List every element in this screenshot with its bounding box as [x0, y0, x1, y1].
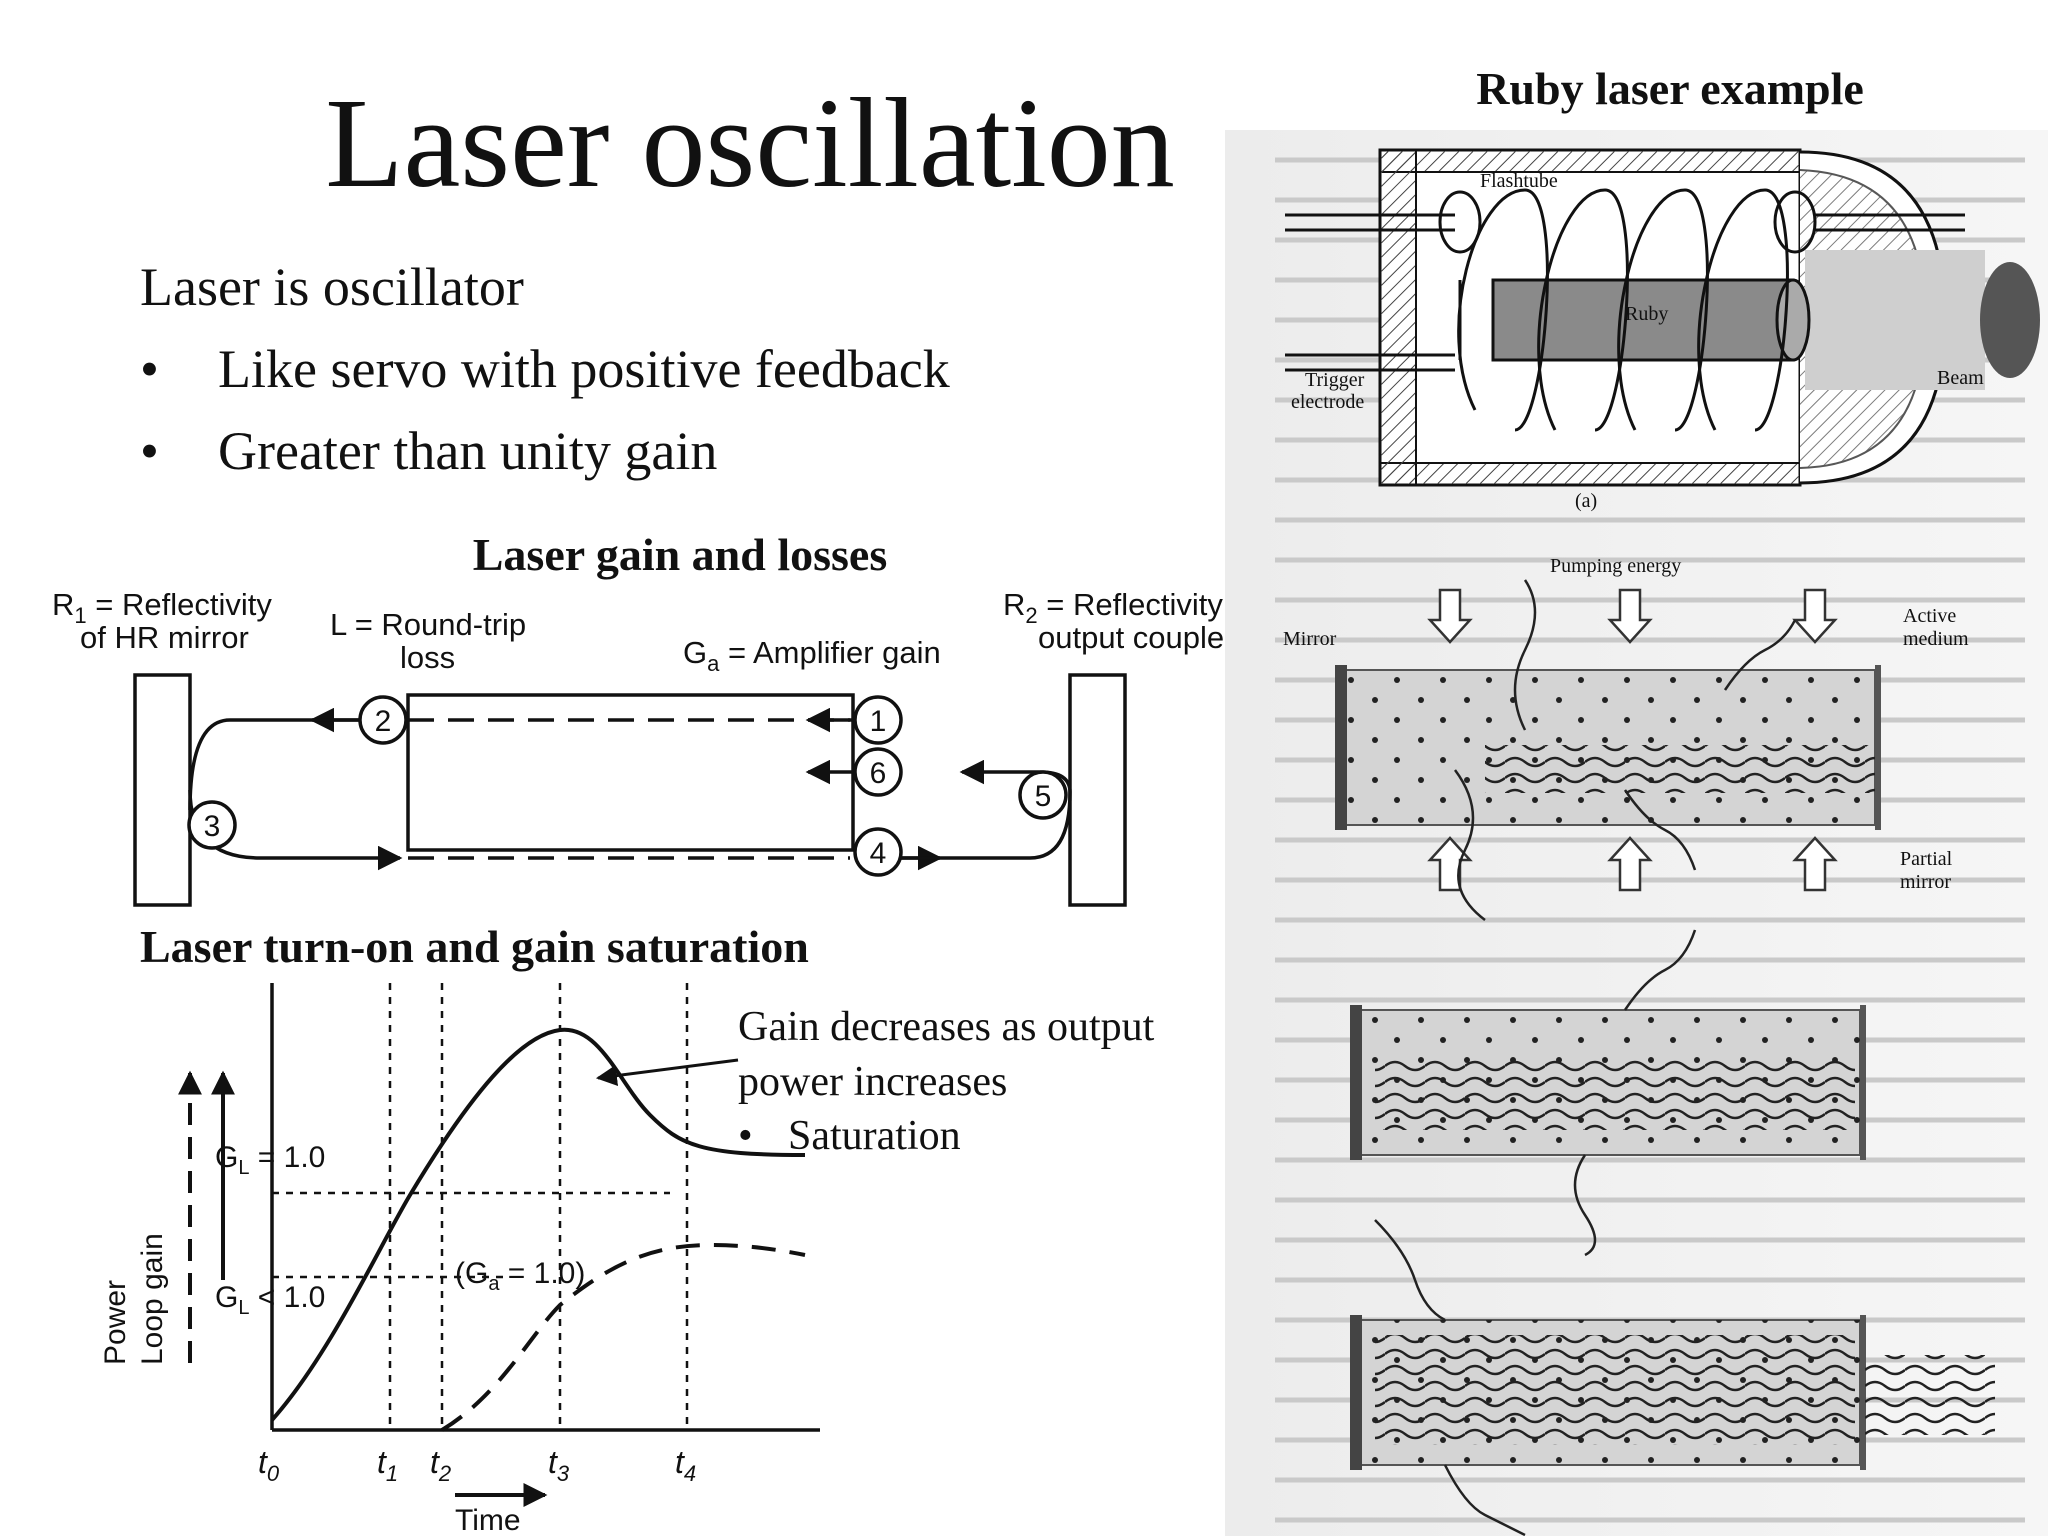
- point-5: 5: [1035, 780, 1052, 813]
- bullet-item-1: • Like servo with positive feedback: [140, 338, 950, 400]
- point-4: 4: [870, 837, 887, 870]
- ruby-laser-title: Ruby laser example: [1476, 63, 1864, 114]
- r2-label: R2 = Reflectivity of: [1003, 587, 1258, 628]
- turn-on-title: Laser turn-on and gain saturation: [140, 921, 809, 972]
- point-6: 6: [870, 757, 887, 790]
- active-medium-panel-3: [1350, 1219, 1995, 1536]
- annotation-arrow: [595, 1058, 739, 1087]
- beam-label: Beam: [1937, 367, 1984, 389]
- power-curve: [440, 1242, 806, 1432]
- annotation-line-2: power increases: [738, 1059, 1008, 1105]
- amp-gain-label: Ga = Amplifier gain: [683, 635, 941, 676]
- tick-t4: t4: [675, 1444, 696, 1486]
- bullet-glyph: •: [140, 421, 159, 481]
- r1-label-line2: of HR mirror: [80, 620, 249, 655]
- gain-losses-diagram: 1 2 3 4 5 6 R1 = Reflectivity of HR mirr…: [52, 587, 1258, 907]
- flashtube-label: Flashtube: [1480, 170, 1558, 192]
- annotation-line-1: Gain decreases as output: [738, 1004, 1155, 1050]
- bullet-text-2: Greater than unity gain: [218, 421, 718, 481]
- active-medium-label: Active: [1903, 605, 1956, 627]
- ruby-laser-figure: Flashtube Ruby Trigger electrode Beam (a…: [1225, 130, 2048, 1536]
- partial-mirror-label-line2: mirror: [1900, 871, 1951, 893]
- active-medium-label-line2: medium: [1903, 628, 1969, 650]
- mirror-label: Mirror: [1283, 628, 1337, 650]
- loop-gain-curve: [270, 1027, 806, 1422]
- trigger-label: Trigger: [1305, 369, 1365, 391]
- annotation-bullet: • Saturation: [738, 1112, 961, 1160]
- gain-losses-title: Laser gain and losses: [472, 529, 888, 580]
- point-2: 2: [375, 705, 392, 738]
- loss-label: L = Round-trip: [330, 607, 526, 642]
- annotation-bullet-text: Saturation: [788, 1113, 961, 1159]
- intro-text: Laser is oscillator: [140, 257, 524, 317]
- caption-a: (a): [1575, 490, 1597, 512]
- tick-t0: t0: [258, 1444, 280, 1486]
- active-medium-panel-1: [1335, 579, 1881, 921]
- y-label-loop-gain: Loop gain: [136, 1233, 169, 1365]
- point-1: 1: [870, 705, 887, 738]
- gl-lt-label: GL < 1.0: [215, 1281, 325, 1319]
- guide-lines: [272, 983, 689, 1430]
- tick-t1: t1: [377, 1444, 398, 1486]
- partial-mirror-label: Partial: [1900, 848, 1953, 870]
- loss-label-line2: loss: [400, 640, 455, 675]
- active-medium-panel-2: [1350, 929, 1866, 1257]
- bullet-item-2: • Greater than unity gain: [140, 420, 717, 482]
- ga-label: (Ga = 1.0): [455, 1257, 585, 1295]
- tick-t2: t2: [430, 1444, 451, 1486]
- bullet-glyph: •: [738, 1113, 753, 1159]
- tick-t3: t3: [548, 1444, 570, 1486]
- gl-eq-label: GL = 1.0: [215, 1141, 325, 1179]
- r1-label: R1 = Reflectivity: [52, 587, 272, 628]
- slide-title: Laser oscillation: [325, 72, 1175, 214]
- ruby-label: Ruby: [1625, 303, 1668, 325]
- point-3: 3: [204, 810, 221, 843]
- bullet-glyph: •: [140, 339, 159, 399]
- hr-mirror: [133, 673, 192, 907]
- pumping-energy-label: Pumping energy: [1550, 555, 1681, 577]
- y-label-power: Power: [99, 1280, 132, 1365]
- trigger-label-line2: electrode: [1291, 391, 1364, 413]
- turn-on-graph: GL = 1.0 GL < 1.0 (Ga = 1.0) Time Power …: [99, 983, 820, 1536]
- x-axis-label: Time: [455, 1504, 521, 1536]
- bullet-text-1: Like servo with positive feedback: [218, 339, 950, 399]
- output-coupler-mirror: [1068, 673, 1127, 907]
- r2-label-line2: output coupler: [1038, 620, 1234, 655]
- ruby-laser-cross-section: [1285, 148, 2040, 487]
